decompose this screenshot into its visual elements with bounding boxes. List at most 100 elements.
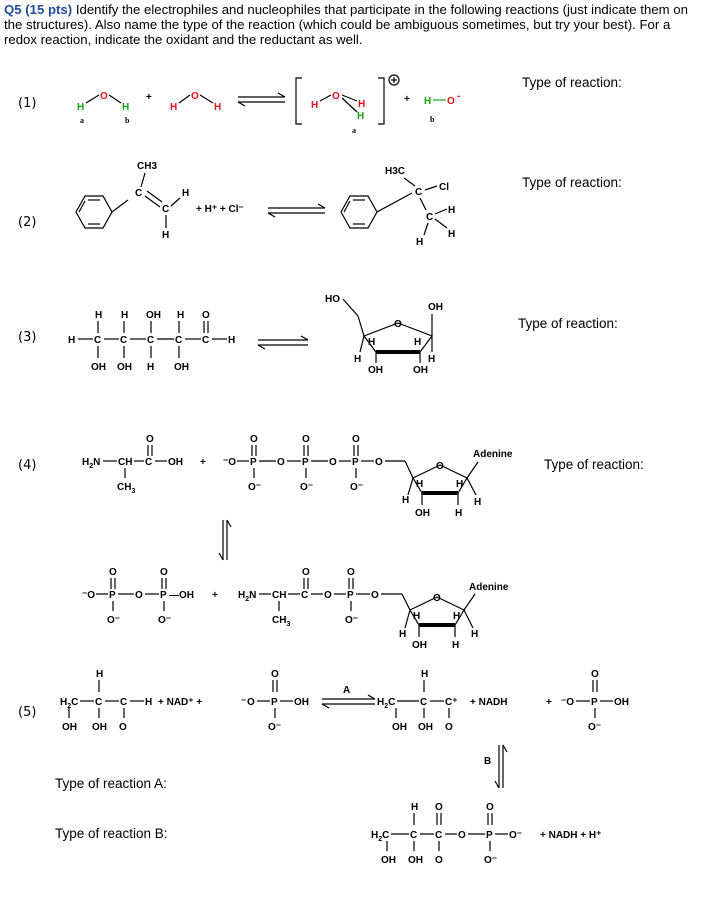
svg-text:OH: OH (117, 362, 132, 373)
svg-text:C: C (95, 697, 102, 708)
svg-text:H: H (421, 669, 428, 680)
reaction-number-1: (1) (18, 96, 37, 111)
svg-text:P: P (352, 457, 359, 468)
svg-text:H: H (68, 335, 75, 346)
svg-text:O⁻: O⁻ (588, 722, 601, 733)
svg-text:O⁻: O⁻ (107, 615, 120, 626)
svg-text:O: O (271, 669, 279, 680)
svg-text:P: P (302, 457, 309, 468)
reaction-number-2: (2) (18, 215, 37, 230)
svg-text:CH3: CH3 (117, 482, 135, 495)
svg-text:OH: OH (415, 508, 430, 519)
svg-text:H: H (402, 495, 409, 506)
svg-text:H: H (121, 310, 128, 321)
svg-text:O: O (247, 697, 255, 708)
svg-text:O: O (302, 434, 310, 445)
svg-text:O: O (486, 802, 494, 813)
svg-text:+: + (404, 94, 410, 105)
svg-text:OH: OH (408, 855, 423, 866)
svg-text:a: a (352, 126, 356, 135)
svg-text:H: H (311, 100, 318, 111)
svg-text:Cl: Cl (439, 182, 449, 193)
svg-text:H: H (424, 96, 431, 107)
svg-text:A: A (343, 685, 350, 696)
svg-text:H: H (455, 508, 462, 519)
type-of-reaction-2: Type of reaction: (522, 175, 622, 190)
svg-text:O: O (302, 567, 310, 578)
svg-text:OH: OH (428, 302, 443, 313)
svg-text:O⁻: O⁻ (345, 615, 358, 626)
svg-text:C: C (162, 204, 169, 215)
svg-text:O⁻: O⁻ (350, 482, 363, 493)
svg-text:+: + (212, 590, 218, 601)
svg-text:H: H (413, 611, 420, 622)
svg-text:H: H (170, 102, 177, 113)
question-text: Identify the electrophiles and nucleophi… (4, 2, 688, 47)
svg-text:P: P (160, 590, 167, 601)
svg-text:CH: CH (272, 590, 286, 601)
svg-text:P: P (486, 830, 493, 841)
svg-text:OH: OH (92, 722, 107, 733)
svg-text:b: b (125, 116, 130, 125)
svg-text:O⁻: O⁻ (484, 855, 497, 866)
reaction-number-3: (3) (18, 330, 37, 345)
svg-text:OH: OH (62, 722, 77, 733)
svg-text:C: C (426, 212, 433, 223)
svg-text:OH: OH (146, 310, 161, 321)
svg-text:H: H (411, 802, 418, 813)
svg-text:H: H (162, 230, 169, 241)
svg-text:OH: OH (174, 362, 189, 373)
svg-text:H: H (358, 99, 365, 110)
svg-text:Adenine: Adenine (473, 449, 513, 460)
svg-text:CH3: CH3 (137, 161, 157, 172)
svg-text:O⁻: O⁻ (158, 615, 171, 626)
svg-text:b: b (430, 115, 435, 124)
svg-text:B: B (484, 756, 491, 767)
svg-text:H: H (147, 362, 154, 373)
type-of-reaction-4: Type of reaction: (544, 457, 644, 472)
svg-text:H: H (145, 697, 152, 708)
svg-text:H: H (416, 479, 423, 490)
reaction-2: C CH3 C H H + H⁺ + Cl⁻ H3C C Cl C H H H (75, 161, 455, 248)
svg-text:OH: OH (412, 640, 427, 651)
svg-text:H: H (448, 205, 455, 216)
svg-text:H: H (399, 629, 406, 640)
svg-text:H: H (182, 188, 189, 199)
svg-text:H2C: H2C (371, 830, 389, 843)
svg-text:+ NAD⁺ +: + NAD⁺ + (158, 697, 202, 708)
svg-text:H: H (122, 102, 129, 113)
svg-text:C: C (415, 187, 422, 198)
svg-text:P: P (271, 697, 278, 708)
svg-text:C: C (147, 335, 154, 346)
svg-text:+ H⁺ + Cl⁻: + H⁺ + Cl⁻ (196, 204, 244, 215)
svg-text:O: O (375, 457, 383, 468)
svg-text:a: a (80, 116, 84, 125)
svg-text:H2C: H2C (60, 697, 78, 710)
svg-text:H: H (452, 640, 459, 651)
svg-text:OH: OH (168, 457, 183, 468)
svg-text:C: C (420, 697, 427, 708)
svg-text:OH: OH (368, 365, 383, 376)
svg-text:OH: OH (381, 855, 396, 866)
svg-text:OH: OH (392, 722, 407, 733)
question-title: Q5 (15 pts) (4, 2, 73, 17)
svg-text:O⁻: O⁻ (268, 722, 281, 733)
svg-text:H2N: H2N (238, 590, 256, 603)
svg-text:O⁻: O⁻ (509, 830, 522, 841)
svg-text:P: P (591, 697, 598, 708)
type-of-reaction-5a: Type of reaction A: (55, 776, 167, 791)
svg-text:+ NADH: + NADH (470, 697, 508, 708)
svg-text:H: H (428, 354, 435, 365)
svg-text:H: H (414, 337, 421, 348)
svg-text:⁻O: ⁻O (223, 457, 236, 468)
svg-text:O: O (329, 457, 337, 468)
svg-text:H3C: H3C (385, 166, 405, 177)
svg-text:+: + (546, 697, 552, 708)
svg-text:CH: CH (118, 457, 132, 468)
svg-text:C: C (120, 697, 127, 708)
svg-text:O: O (445, 722, 453, 733)
svg-text:H: H (448, 229, 455, 240)
svg-text:⁻O: ⁻O (561, 697, 574, 708)
svg-text:H: H (471, 629, 478, 640)
svg-text:C: C (94, 335, 101, 346)
